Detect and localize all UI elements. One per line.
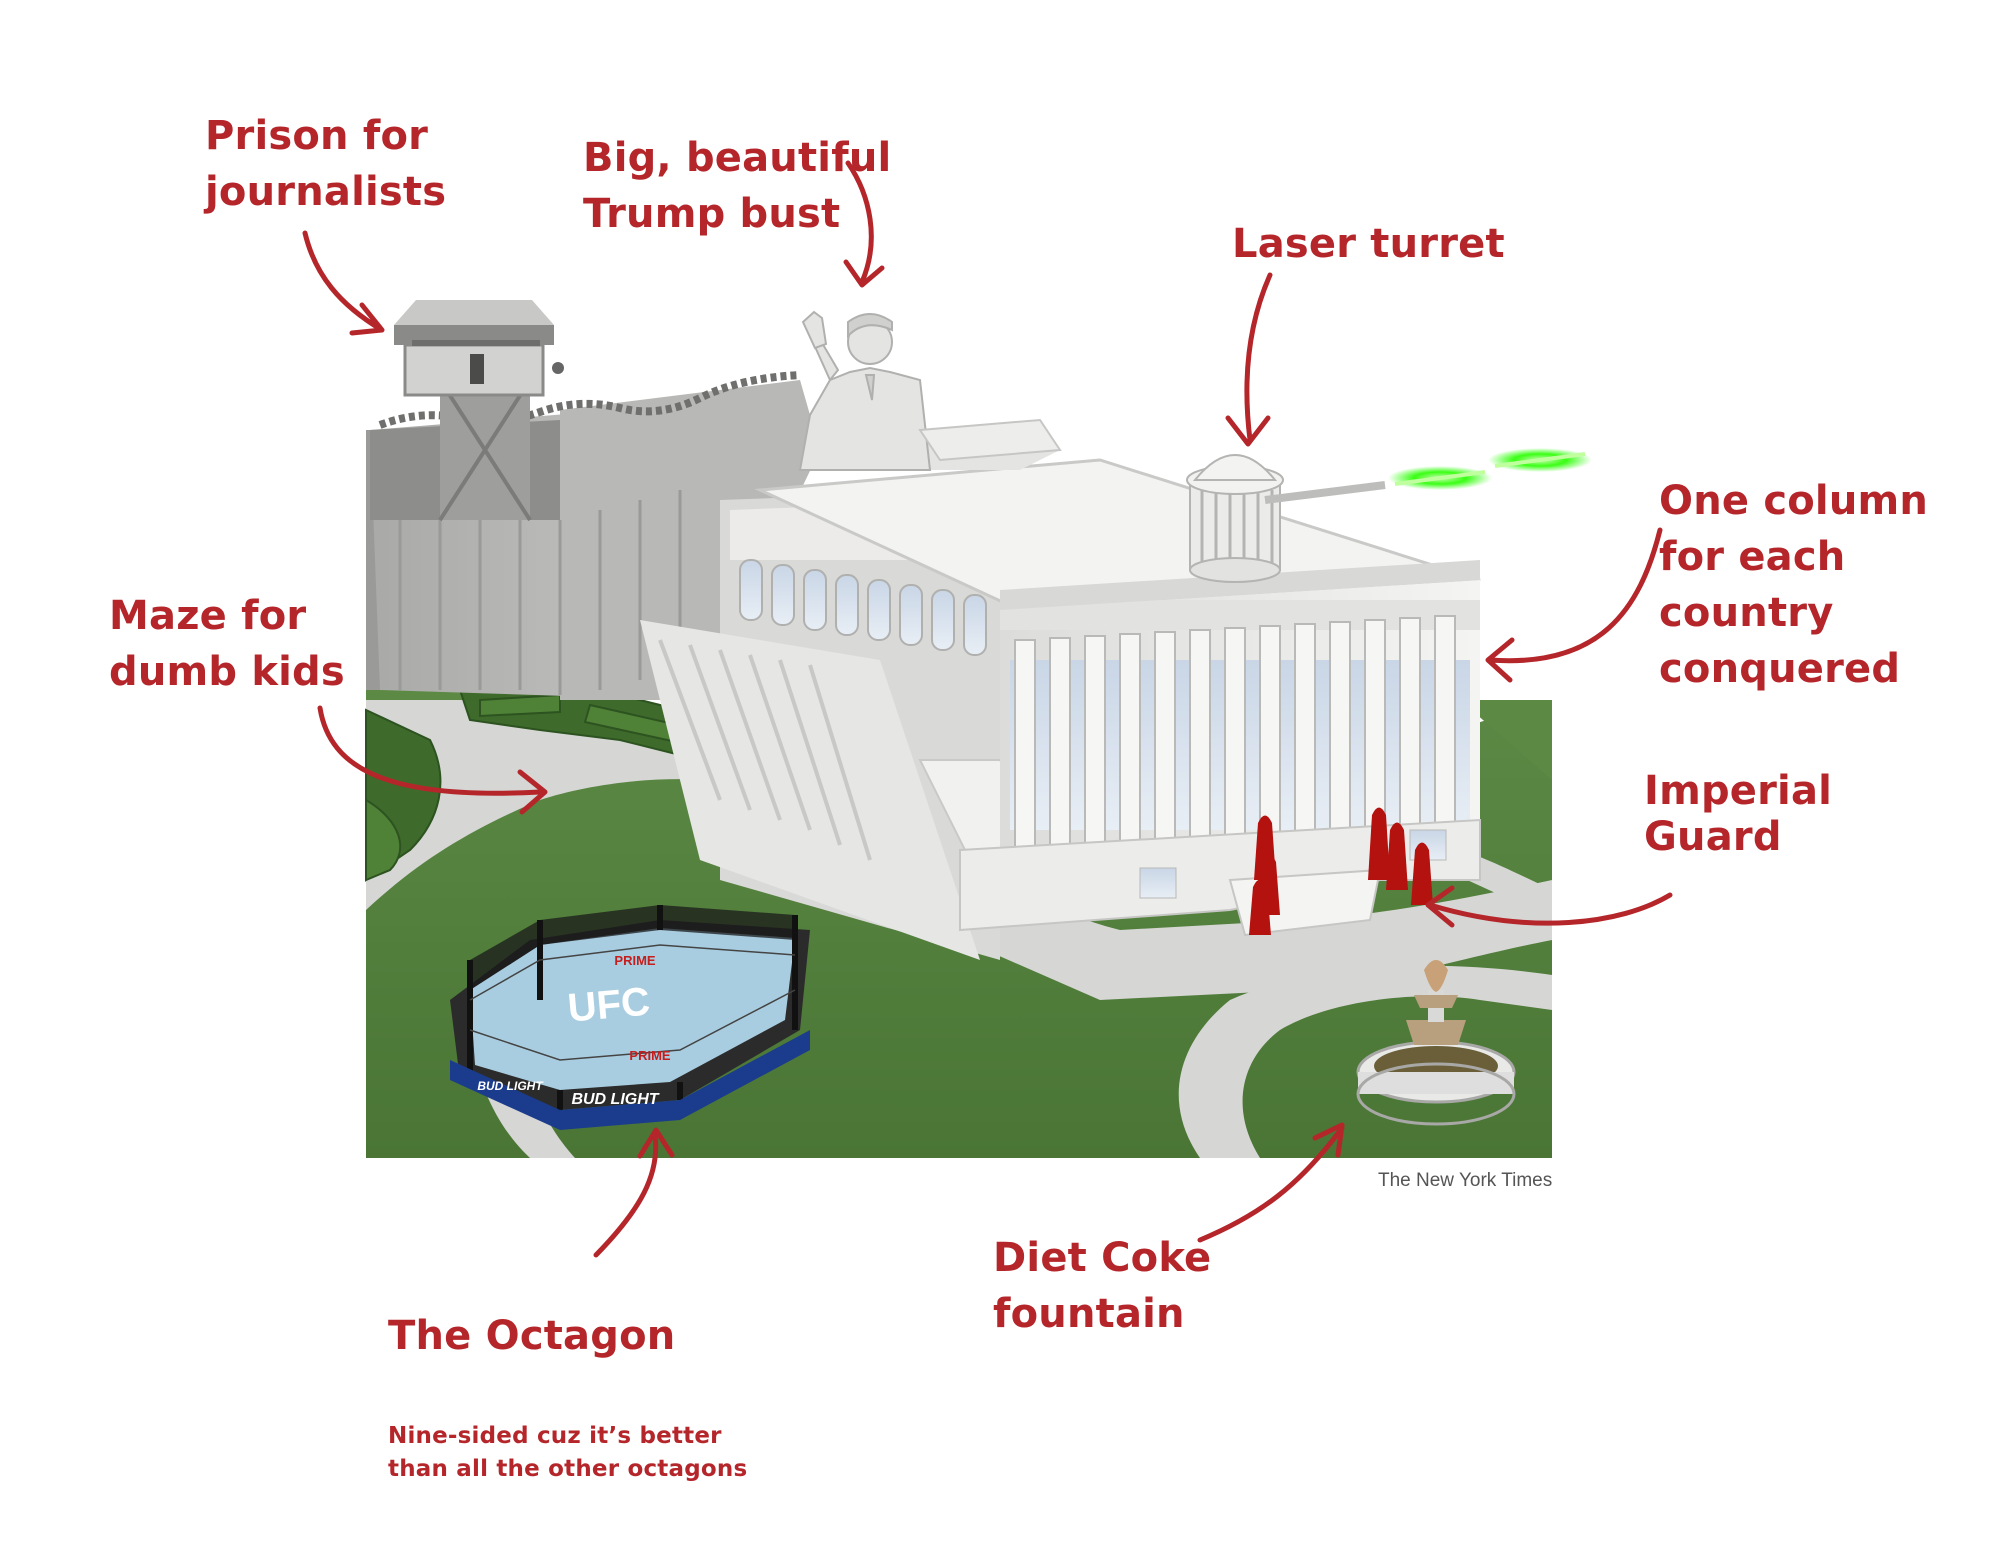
- cage-sponsor-text: BUD LIGHT: [571, 1091, 659, 1108]
- cage-drink-text-2: PRIME: [629, 1048, 671, 1063]
- label-columns: One column for each country conquered: [1659, 478, 1929, 692]
- cage-sponsor-text-left: BUD LIGHT: [477, 1079, 544, 1093]
- label-octagon-block: The Octagon Nine-sided cuz it’s better t…: [388, 1252, 747, 1542]
- label-laser-turret: Laser turret: [1232, 221, 1505, 267]
- label-octagon: The Octagon: [388, 1313, 676, 1359]
- arrow-bust: [843, 160, 885, 288]
- arrow-guard: [1425, 885, 1673, 928]
- cage-drink-text: PRIME: [614, 953, 656, 968]
- label-fountain: Diet Coke fountain: [993, 1235, 1212, 1337]
- cage-logo: UFC: [566, 980, 652, 1031]
- illustration-scene: UFC BUD LIGHT BUD LIGHT PRIME PRIME: [302, 160, 1673, 1258]
- diet-coke-fountain: [1356, 960, 1516, 1126]
- octagon-cage: UFC BUD LIGHT BUD LIGHT PRIME PRIME: [450, 905, 810, 1130]
- arrow-laser: [1225, 272, 1273, 447]
- arrow-octagon: [593, 1127, 675, 1258]
- annotation-arrows: [302, 160, 1673, 1258]
- arched-windows: [739, 559, 987, 656]
- path-lower: [1178, 965, 1552, 1158]
- illustration-frame: UFC BUD LIGHT BUD LIGHT PRIME PRIME: [365, 300, 1592, 1159]
- lawn-right: [1460, 700, 1552, 780]
- arrow-prison: [302, 230, 385, 336]
- label-maze: Maze for dumb kids: [109, 593, 345, 695]
- label-prison: Prison for journalists: [205, 113, 447, 215]
- arrow-fountain: [1197, 1122, 1345, 1243]
- label-imperial-guard: Imperial Guard: [1644, 768, 1833, 860]
- imperial-guard: [1249, 807, 1433, 935]
- arrow-columns: [1485, 527, 1663, 683]
- trump-bust: [798, 310, 932, 471]
- arrow-maze: [317, 705, 548, 815]
- label-bust: Big, beautiful Trump bust: [583, 135, 892, 237]
- prison: [366, 300, 820, 700]
- laser-beams: [1388, 448, 1592, 490]
- label-octagon-note: Nine-sided cuz it’s better than all the …: [388, 1423, 748, 1482]
- laser-turret: [1186, 454, 1386, 583]
- source-credit: The New York Times: [1378, 1170, 1553, 1191]
